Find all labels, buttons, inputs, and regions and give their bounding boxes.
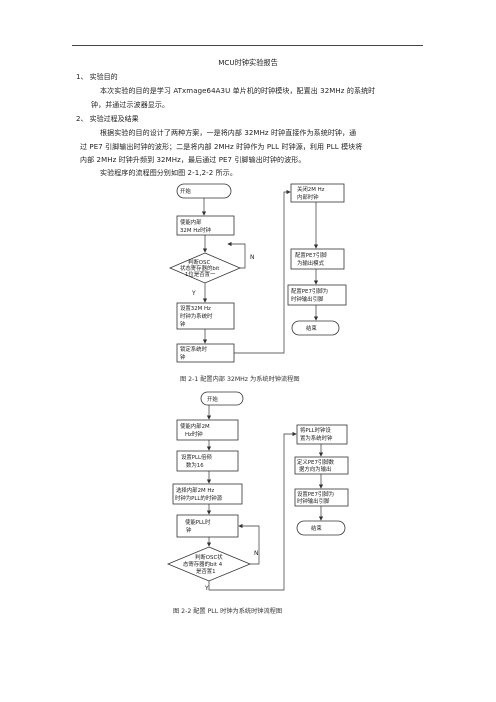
section-2-line-4: 实验程序的流程图分别如图 2-1,2-2 所示。 xyxy=(100,169,237,177)
section-2-heading: 2、 实验过程及结果 xyxy=(76,115,139,123)
fc2-pe7-dir-text-2: 据方向为输出 xyxy=(299,465,331,473)
fc2-pe7-out-text-2: 时钟输出引脚 xyxy=(297,497,330,505)
fc2-pe7-clock-out: 设置PE7引脚为 时钟输出引脚 xyxy=(294,488,349,507)
fc1-disable-2m: 关闭2M Hz 内部时钟 xyxy=(290,183,345,203)
fc1-enable-text-1: 使能内部 xyxy=(180,218,202,226)
fc1-check-text-2: 状态寄存器的bit xyxy=(180,264,219,272)
fc2-pll-source: 选择内部2M Hz 时钟为PLL的时钟源 xyxy=(172,483,243,505)
fc1-pe7-clock-out: 配置PE7引脚为 时钟输出引脚 xyxy=(287,284,347,306)
fc2-enable-text-1: 使能内部2M xyxy=(180,422,210,430)
fc2-pll-enable: 使能PLL时 钟 xyxy=(176,514,239,538)
fc2-check-text-1: 判断OSC状 xyxy=(195,553,223,561)
fc2-check-decision: 判断OSC状 态寄存器的bit 4 是否置1 xyxy=(166,546,252,582)
fc2-pll-mul-text-2: 数为16 xyxy=(186,461,204,469)
fc1-pe7-output-mode: 配置PE7引脚 为输出模式 xyxy=(290,248,345,270)
section-2-line-3: 内部 2MHz 时钟升频到 32MHz，最后通过 PE7 引脚输出时钟的波形。 xyxy=(80,156,306,164)
fc1-lock-text-1: 锁定系统时 xyxy=(180,345,208,353)
fc1-pe7-out-text-2: 时钟输出引脚 xyxy=(291,295,324,303)
fc2-enable-text-2: Hz时钟 xyxy=(185,430,203,438)
fc1-lock-clock: 锁定系统时 钟 xyxy=(176,343,235,363)
fc2-pll-multiplier: 设置PLL倍频 数为16 xyxy=(176,450,239,472)
fc2-enable-2m: 使能内部2M Hz时钟 xyxy=(176,419,239,441)
flowchart-2-2: 开始 使能内部2M Hz时钟 设置PLL倍频 数为16 选择内部2M Hz 时钟… xyxy=(166,391,349,592)
fc1-pe7-mode-text-2: 为输出模式 xyxy=(297,259,325,267)
figure-2-1-caption: 图 2-1 配置内部 32MHz 为系统时钟流程图 xyxy=(180,376,300,383)
fc2-pll-sys-text-1: 将PLL时钟设 xyxy=(300,426,331,434)
fc2-pll-sys-text-2: 置为系统时钟 xyxy=(300,434,333,442)
fc1-end-text: 结束 xyxy=(306,324,317,332)
fc2-start-terminal: 开始 xyxy=(200,391,244,406)
header-rule xyxy=(72,45,423,46)
fc1-pe7-out-text-1: 配置PE7引脚为 xyxy=(291,287,328,295)
fc2-pll-as-system: 将PLL时钟设 置为系统时钟 xyxy=(296,424,348,445)
fc1-set-sys-text-3: 钟 xyxy=(180,320,186,328)
fc1-pe7-mode-text-1: 配置PE7引脚 xyxy=(295,251,327,259)
fc1-enable-text-2: 32M Hz时钟 xyxy=(180,226,211,234)
fc2-pe7-direction: 定义PE7引脚数 据方向为输出 xyxy=(294,456,349,475)
fc2-yes-label: Y xyxy=(204,585,209,592)
fc1-start-text: 开始 xyxy=(180,187,191,195)
fc1-check-text-1: 判断OSC xyxy=(188,258,210,266)
fc2-end-terminal: 结束 xyxy=(296,520,346,536)
fc1-disable-text-1: 关闭2M Hz xyxy=(297,185,325,193)
fc1-enable-32m: 使能内部 32M Hz时钟 xyxy=(176,215,235,236)
section-1-heading: 1、 实验目的 xyxy=(76,73,118,81)
fc2-end-text: 结束 xyxy=(311,524,322,532)
fc1-end-terminal: 结束 xyxy=(291,320,340,336)
fc2-no-label: N xyxy=(254,550,259,557)
fc2-start-text: 开始 xyxy=(207,395,218,403)
fc2-pll-en-text-1: 使能PLL时 xyxy=(185,518,211,526)
section-1-line-2: 钟，并通过示波器显示。 xyxy=(91,101,170,109)
fc1-yes-label: Y xyxy=(191,290,196,297)
fc2-pll-src-text-2: 时钟为PLL的时钟源 xyxy=(175,494,223,502)
section-2-line-1: 根据实验的目的设计了两种方案，一是将内部 32MHz 时钟直接作为系统时钟，通 xyxy=(100,129,357,137)
fc1-set-sys-text-2: 时钟为系统时 xyxy=(180,312,213,320)
fc1-check-text-3: 1位是否置一 xyxy=(185,270,216,278)
fc1-no-label: N xyxy=(250,254,255,261)
fc2-pll-en-text-2: 钟 xyxy=(186,526,192,534)
section-2-line-2: 过 PE7 引脚输出时钟的波形；二是将内部 2MHz 时钟作为 PLL 时钟源，… xyxy=(80,143,363,151)
flowchart-2-1: 开始 使能内部 32M Hz时钟 判断OSC 状态寄存器的bit 1位是否置一 … xyxy=(168,183,347,363)
fc2-check-text-3: 是否置1 xyxy=(196,568,216,575)
document-title: MCU时钟实验报告 xyxy=(218,58,278,67)
figure-2-2-caption: 图 2-2 配置 PLL 时钟为系统时钟流程图 xyxy=(173,608,283,615)
fc1-check-decision: 判断OSC 状态寄存器的bit 1位是否置一 xyxy=(168,252,242,284)
fc1-lock-text-2: 钟 xyxy=(180,353,186,361)
fc1-set-system-clock: 设置32M Hz 时钟为系统时 钟 xyxy=(176,302,235,330)
fc2-pll-src-text-1: 选择内部2M Hz xyxy=(176,486,214,494)
section-1-line-1: 本次实验的目的是学习 ATxmage64A3U 单片机的时钟模块，配置出 32M… xyxy=(100,87,376,95)
fc1-set-sys-text-1: 设置32M Hz xyxy=(180,304,211,312)
fc2-pe7-out-text-1: 设置PE7引脚为 xyxy=(297,490,334,498)
fc2-pe7-dir-text-1: 定义PE7引脚数 xyxy=(297,458,335,466)
fc2-check-text-2: 态寄存器的bit 4 xyxy=(183,560,223,568)
fc2-pll-mul-text-1: 设置PLL倍频 xyxy=(181,453,212,461)
fc1-start-terminal: 开始 xyxy=(176,183,232,199)
fc1-disable-text-2: 内部时钟 xyxy=(297,193,319,201)
